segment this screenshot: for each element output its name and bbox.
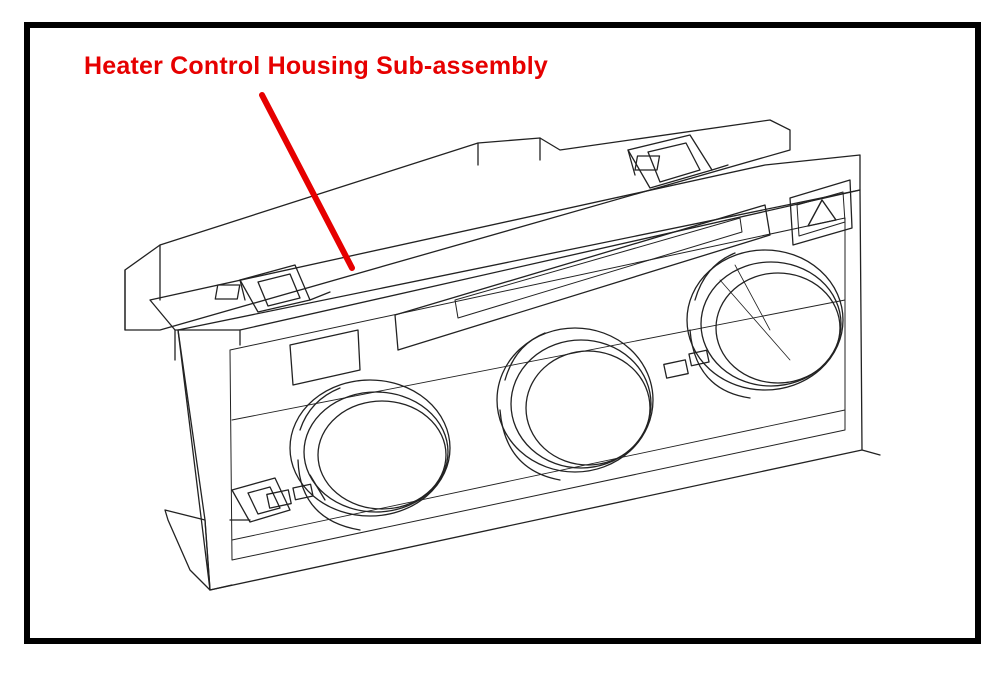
mounting-clip-right <box>627 134 729 189</box>
knob-slots <box>266 349 710 509</box>
display-window <box>394 204 771 351</box>
callout-leader-line <box>259 92 355 271</box>
knob-right <box>686 249 844 399</box>
triangle-button-icon <box>807 199 837 227</box>
triangle-button <box>789 179 853 246</box>
front-bezel <box>177 189 881 591</box>
knob-middle <box>496 327 654 481</box>
diagram-frame <box>24 22 981 644</box>
callout-label: Heater Control Housing Sub-assembly <box>84 52 549 80</box>
mounting-clip-left <box>214 264 331 313</box>
left-indicator-window <box>289 329 361 386</box>
housing-bottom-flange <box>164 509 251 591</box>
mounting-clip-bottom <box>231 477 291 523</box>
knob-left <box>289 379 451 531</box>
housing-top-face <box>149 154 861 361</box>
housing-back-plate <box>124 119 791 331</box>
